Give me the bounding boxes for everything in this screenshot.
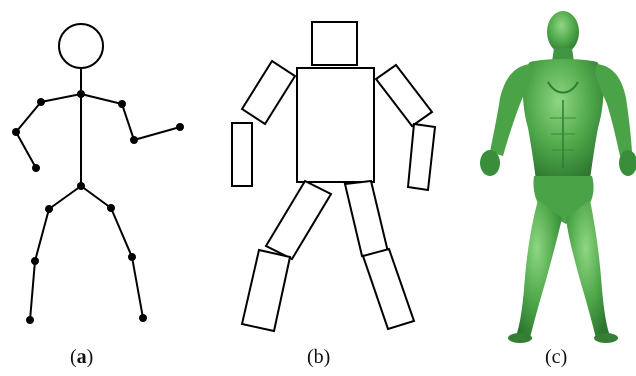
- box-right-thigh: [343, 179, 390, 258]
- caption-a: (a): [70, 346, 94, 368]
- skeleton-left-forearm: [15, 131, 37, 169]
- skeleton-right-shoulder: [80, 93, 123, 105]
- skeleton-joints: [12, 90, 184, 324]
- caption-b: (b): [307, 346, 331, 368]
- skeleton-right-thigh: [110, 207, 133, 258]
- skeleton-left-shoulder: [40, 93, 82, 103]
- box-left-upper-arm: [240, 59, 297, 126]
- caption-c: (c): [545, 346, 568, 368]
- skeleton-left-upper-arm: [15, 101, 42, 133]
- skeleton-left-thigh: [34, 208, 50, 262]
- green-human-mesh: [480, 11, 636, 343]
- box-head: [311, 21, 358, 66]
- caption-a-label: a: [76, 346, 87, 368]
- box-right-forearm: [406, 122, 437, 192]
- stick-figure-skeleton: [15, 23, 181, 321]
- skeleton-right-forearm: [133, 126, 181, 141]
- box-left-shin: [240, 248, 292, 333]
- box-torso: [296, 67, 375, 183]
- skeleton-head: [58, 23, 104, 69]
- skeleton-left-hip: [48, 185, 82, 210]
- box-right-shin: [361, 247, 416, 331]
- caption-c-label: c: [551, 346, 561, 368]
- skeleton-right-shin: [131, 256, 144, 319]
- skeleton-right-upper-arm: [121, 103, 135, 141]
- box-left-thigh: [264, 179, 333, 261]
- rectangle-body-model: [231, 21, 437, 333]
- caption-b-label: b: [313, 346, 324, 368]
- skeleton-left-shin: [29, 260, 36, 321]
- skeleton-right-hip: [80, 185, 112, 209]
- box-right-upper-arm: [374, 63, 434, 128]
- box-left-forearm: [231, 122, 253, 187]
